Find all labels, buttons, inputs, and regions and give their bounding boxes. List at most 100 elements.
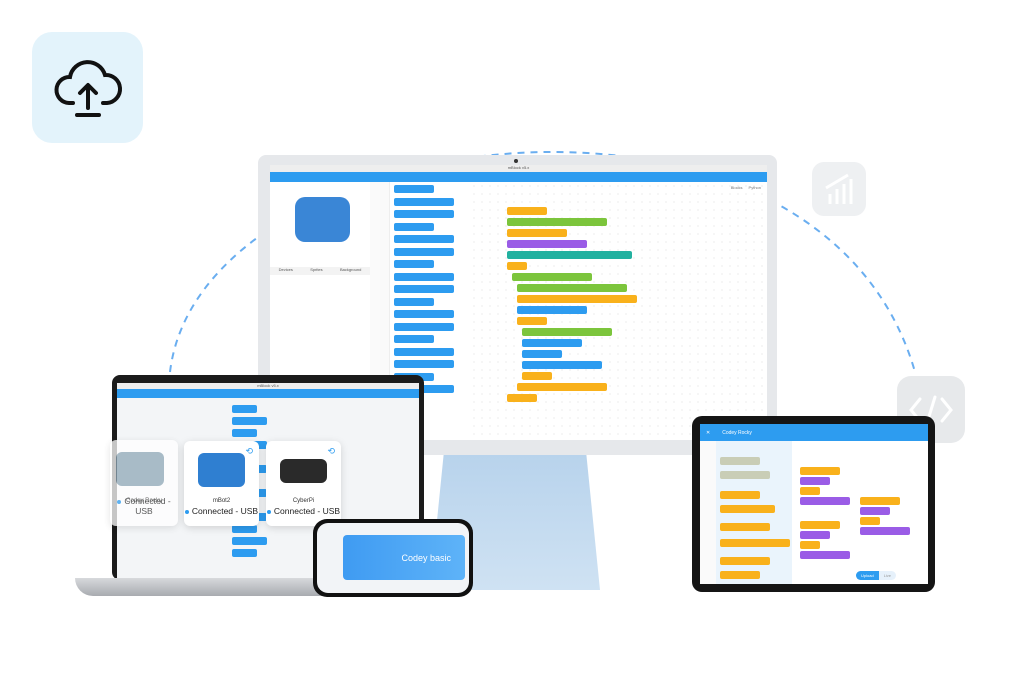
code-block[interactable]: [800, 487, 820, 495]
code-block[interactable]: [522, 361, 602, 369]
tablet: ✕ Codey Rocky Upload Live: [692, 416, 935, 592]
code-block[interactable]: [394, 222, 434, 231]
tablet-header: ✕ Codey Rocky: [700, 424, 928, 441]
window-title: mBlock v5.x: [270, 165, 767, 172]
cloud-upload-icon: [54, 59, 122, 117]
phone: Codey basic: [313, 519, 473, 597]
code-block[interactable]: [720, 539, 790, 547]
menu-bar: [117, 389, 419, 398]
code-block[interactable]: [394, 247, 454, 256]
code-block[interactable]: [507, 207, 547, 215]
device-name: CyberPi: [292, 498, 315, 504]
code-block[interactable]: [800, 531, 830, 539]
block-palette[interactable]: [394, 185, 464, 435]
code-block[interactable]: [232, 417, 267, 425]
code-block[interactable]: [522, 339, 582, 347]
tab-background[interactable]: Background: [339, 267, 362, 272]
code-block[interactable]: [800, 521, 840, 529]
window-title: mBlock v5.x: [117, 383, 419, 389]
code-block[interactable]: [507, 251, 632, 259]
code-block[interactable]: [507, 394, 537, 402]
code-block[interactable]: [394, 285, 454, 293]
bar-chart-icon: [825, 173, 853, 204]
code-block[interactable]: [800, 467, 840, 475]
code-block[interactable]: [232, 429, 257, 437]
code-block[interactable]: [394, 185, 434, 193]
code-block[interactable]: [720, 523, 770, 531]
code-block[interactable]: [517, 295, 637, 303]
code-block[interactable]: [232, 525, 257, 533]
code-block[interactable]: [394, 260, 434, 268]
banner-title: Codey basic: [401, 552, 451, 563]
script-area[interactable]: [792, 441, 928, 584]
code-block[interactable]: [394, 322, 454, 331]
tab-devices[interactable]: Devices: [278, 267, 293, 272]
code-block[interactable]: [517, 383, 607, 391]
code-block[interactable]: [517, 317, 547, 325]
code-block[interactable]: [232, 405, 257, 413]
code-block[interactable]: [394, 297, 434, 306]
block-palette[interactable]: [716, 441, 792, 584]
code-block[interactable]: [507, 240, 587, 248]
code-block[interactable]: [394, 210, 454, 218]
tab-sprites[interactable]: Sprites: [310, 267, 323, 272]
category-list[interactable]: [700, 441, 716, 584]
code-block[interactable]: [232, 549, 257, 557]
link-icon[interactable]: ⟲: [327, 446, 335, 456]
code-block[interactable]: [507, 229, 567, 237]
code-block[interactable]: [522, 372, 552, 380]
device-status: Connected - USB: [266, 506, 341, 516]
code-block[interactable]: [860, 507, 890, 515]
code-block[interactable]: [394, 385, 454, 393]
code-block[interactable]: [394, 310, 454, 318]
code-block[interactable]: [800, 497, 850, 505]
device-card-cyberpi[interactable]: ⟲ CyberPi Connected - USB: [266, 441, 341, 526]
code-block[interactable]: [720, 457, 760, 465]
code-block[interactable]: [517, 306, 587, 314]
code-block[interactable]: [800, 477, 830, 485]
upload-button[interactable]: Upload: [856, 571, 879, 580]
code-block[interactable]: [394, 335, 434, 343]
code-block[interactable]: [800, 551, 850, 559]
code-block[interactable]: [394, 235, 454, 243]
codey-basic-banner[interactable]: Codey basic: [343, 535, 465, 580]
script-area[interactable]: Blocks Python: [470, 182, 767, 440]
code-block[interactable]: [232, 537, 267, 545]
menu-bar: [270, 172, 767, 182]
code-block[interactable]: [860, 527, 910, 535]
code-block[interactable]: [517, 284, 627, 292]
device-status: Connected - USB: [110, 496, 178, 516]
code-block[interactable]: [394, 272, 454, 281]
code-block[interactable]: [522, 328, 612, 336]
code-block[interactable]: [860, 497, 900, 505]
code-block[interactable]: [720, 491, 760, 499]
close-icon[interactable]: ✕: [706, 429, 711, 436]
link-icon[interactable]: ⟲: [245, 446, 253, 456]
code-block[interactable]: [800, 541, 820, 549]
code-block[interactable]: [507, 218, 607, 226]
code-block[interactable]: [720, 571, 760, 579]
code-block[interactable]: [512, 273, 592, 281]
code-block[interactable]: [394, 360, 454, 368]
code-block[interactable]: [394, 197, 454, 206]
code-block[interactable]: [720, 505, 775, 513]
code-block[interactable]: [720, 557, 770, 565]
code-block[interactable]: [720, 471, 770, 479]
live-button[interactable]: Live: [878, 571, 897, 580]
tab-blocks[interactable]: Blocks: [730, 185, 743, 190]
code-block[interactable]: [394, 347, 454, 356]
code-script: [507, 207, 677, 417]
code-block[interactable]: [522, 350, 562, 358]
mbot-image: [295, 197, 350, 242]
device-card-mbot2[interactable]: ⟲ mBot2 Connected - USB: [184, 441, 259, 526]
upload-tile: [32, 32, 143, 143]
tab-python[interactable]: Python: [748, 185, 761, 190]
code-block[interactable]: [860, 517, 880, 525]
device-card-codey[interactable]: Codey Rocky Connected - USB: [110, 440, 178, 526]
code-block[interactable]: [507, 262, 527, 270]
stage: [270, 182, 370, 267]
device-name: mBot2: [212, 498, 231, 504]
project-title: Codey Rocky: [722, 429, 752, 436]
device-status: Connected - USB: [184, 506, 259, 516]
